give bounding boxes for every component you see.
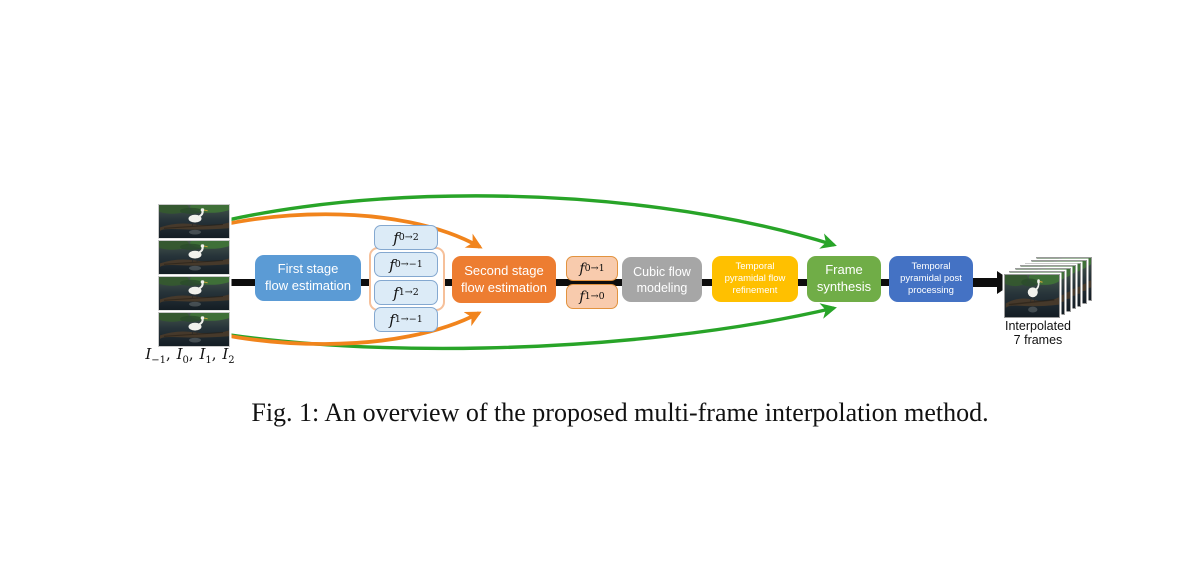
box-label-line: pyramidal post — [900, 272, 962, 284]
output-frame-stack — [1004, 257, 1094, 318]
box-label-line: flow estimation — [265, 278, 351, 293]
input-frame-image — [159, 313, 229, 346]
input-subscript: −1 — [151, 355, 167, 366]
flow-subscript: 1→0 — [584, 291, 605, 302]
output-frame — [1004, 274, 1060, 318]
box-label-line: Cubic flow — [633, 264, 691, 279]
flow-symbol: f — [393, 283, 399, 302]
stage-box-cubic-flow-modeling: Cubic flow modeling — [622, 257, 702, 302]
output-frames-label: Interpolated 7 frames — [999, 319, 1077, 348]
separator: , — [188, 345, 199, 363]
box-label-line: refinement — [732, 285, 778, 297]
box-label-line: modeling — [636, 280, 688, 295]
input-frame-image — [159, 241, 229, 274]
stage-box-first-stage-flow-estimation: First stage flow estimation — [255, 255, 361, 301]
output-frame-image — [1005, 275, 1059, 317]
input-frame — [158, 276, 230, 311]
box-label-line: pyramidal flow — [724, 272, 786, 284]
stage-box-temporal-pyramidal-flow-refinement: Temporal pyramidal flow refinement — [712, 256, 798, 302]
figure-caption: Fig. 1: An overview of the proposed mult… — [251, 398, 989, 427]
input-subscript: 2 — [228, 355, 235, 366]
green-skip-arrow-top — [159, 194, 837, 249]
flow-subscript: 0→2 — [398, 232, 419, 243]
input-symbol: I — [145, 345, 152, 363]
box-label-line: processing — [908, 285, 954, 297]
output-label-line: 7 frames — [1013, 333, 1063, 348]
input-frame-image — [159, 205, 229, 238]
input-symbol: I — [199, 345, 206, 363]
stage-box-frame-synthesis: Frame synthesis — [807, 256, 881, 302]
input-frame-stack — [158, 204, 230, 347]
flow-subscript: 1→−1 — [394, 314, 423, 325]
input-subscript: 1 — [205, 355, 212, 366]
input-frame-image — [159, 277, 229, 310]
output-label-line: Interpolated — [1004, 319, 1072, 333]
box-label-line: Temporal — [735, 260, 775, 272]
box-label-line: Temporal — [911, 260, 951, 272]
input-frame — [158, 204, 230, 239]
box-label-line: First stage — [277, 261, 339, 277]
flow-subscript: 0→1 — [584, 263, 605, 274]
input-symbol: I — [222, 345, 229, 363]
separator: , — [166, 345, 176, 363]
box-label-line: flow estimation — [461, 279, 547, 295]
stage-box-temporal-pyramidal-post-processing: Temporal pyramidal post processing — [889, 256, 973, 302]
flow-symbol: f — [579, 288, 585, 305]
input-symbol: I — [176, 345, 183, 363]
box-label-line: Second stage — [464, 262, 544, 278]
input-frame — [158, 312, 230, 347]
flow-symbol: f — [389, 255, 395, 274]
stage-box-second-stage-flow-estimation: Second stage flow estimation — [452, 256, 556, 303]
flow-subscript: 0→−1 — [394, 259, 423, 270]
green-skip-arrow-bottom — [159, 303, 837, 351]
input-frame — [158, 240, 230, 275]
flow-symbol: f — [579, 260, 585, 277]
input-frames-label: I−1, I0, I1, I2 — [138, 345, 242, 366]
input-subscript: 0 — [182, 355, 189, 366]
box-label-line: synthesis — [816, 279, 872, 294]
box-label-line: Frame — [825, 262, 863, 278]
separator: , — [211, 345, 222, 363]
flow-subscript: 1→2 — [398, 287, 419, 298]
